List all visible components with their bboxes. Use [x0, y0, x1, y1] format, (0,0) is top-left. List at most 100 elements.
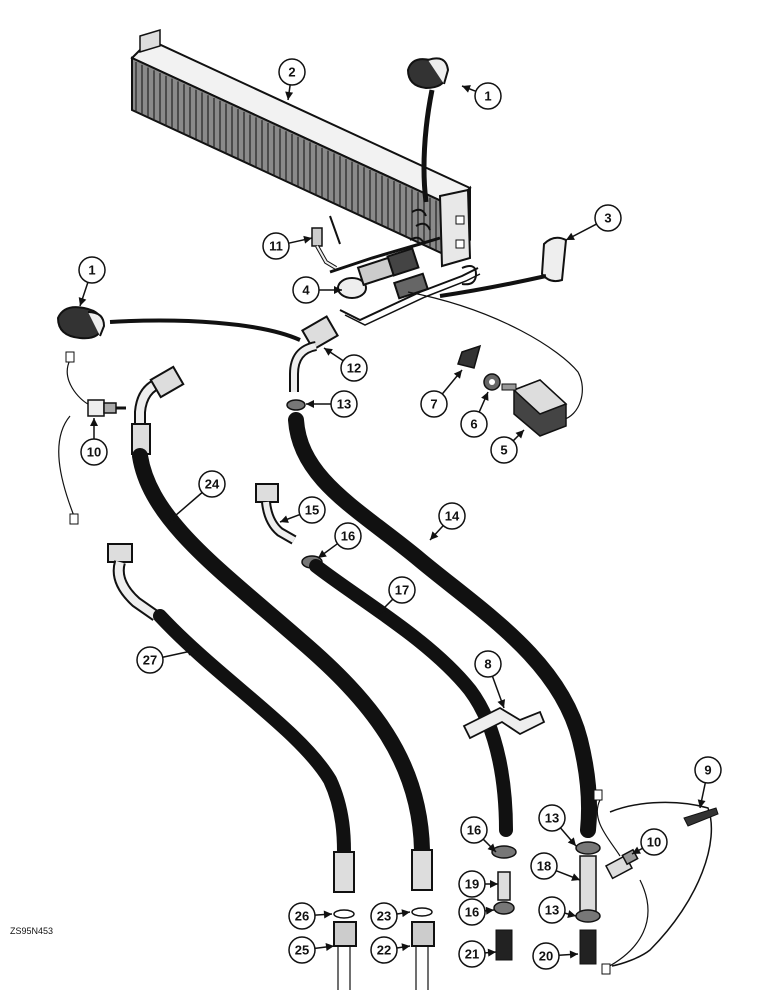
callout-circle	[334, 522, 362, 550]
callout-circle	[340, 354, 368, 382]
insulation-tape-top	[406, 57, 450, 203]
callout-number: 12	[347, 361, 361, 376]
cable-tie-9	[609, 801, 719, 967]
callout-circle	[278, 58, 306, 86]
callout-arrowhead	[485, 906, 494, 915]
switch-knob-7	[457, 344, 482, 369]
callout-number: 16	[465, 905, 479, 920]
callout-circle	[420, 390, 448, 418]
callout-number: 15	[305, 503, 319, 518]
callout-7: 7	[420, 369, 463, 418]
callout-arrowhead	[571, 873, 580, 881]
callout-number: 25	[295, 943, 309, 958]
callout-15: 15	[279, 496, 326, 524]
callout-number: 5	[500, 443, 507, 458]
callout-19: 19	[458, 870, 498, 898]
temperature-switch-10-left	[58, 351, 126, 525]
callout-number: 20	[539, 949, 553, 964]
callout-8: 8	[474, 650, 506, 709]
hose-17	[255, 483, 513, 837]
callout-arrowhead	[632, 846, 641, 854]
callout-10: 10	[631, 828, 668, 856]
callout-number: 21	[465, 947, 479, 962]
callout-circle	[474, 650, 502, 678]
callout-circle	[532, 942, 560, 970]
callout-number: 26	[295, 909, 309, 924]
callout-arrowhead	[306, 400, 314, 408]
callout-circle	[330, 390, 358, 418]
bracket-8	[462, 706, 546, 740]
lower-fittings	[333, 841, 601, 990]
callout-25: 25	[288, 936, 335, 964]
callout-circle	[640, 828, 668, 856]
callout-circle	[458, 940, 486, 968]
callout-circle	[262, 232, 290, 260]
callout-arrowhead	[285, 91, 294, 100]
callout-arrowhead	[187, 647, 196, 656]
callout-circle	[298, 496, 326, 524]
callout-circle	[370, 902, 398, 930]
callout-circle	[438, 502, 466, 530]
callout-13: 13	[306, 390, 358, 418]
callout-circle	[80, 438, 108, 466]
callout-arrowhead	[280, 515, 289, 523]
callout-number: 7	[430, 397, 437, 412]
callout-17: 17	[377, 576, 416, 615]
callout-arrowhead	[490, 880, 498, 888]
callout-arrowhead	[168, 513, 177, 522]
callout-number: 23	[377, 909, 391, 924]
callout-arrowhead	[569, 950, 578, 959]
hose-24	[131, 365, 433, 891]
callout-number: 18	[537, 859, 551, 874]
callout-number: 9	[704, 763, 711, 778]
temperature-switch-10-right	[593, 789, 649, 975]
callout-arrowhead	[487, 843, 496, 852]
callout-arrowhead	[453, 370, 462, 379]
callout-13: 13	[538, 896, 577, 924]
callout-circle	[388, 576, 416, 604]
callout-number: 14	[445, 509, 460, 524]
callout-number: 6	[470, 417, 477, 432]
switch-5	[501, 379, 568, 437]
callout-6: 6	[460, 391, 489, 438]
callout-circle	[458, 898, 486, 926]
callout-arrowhead	[566, 232, 575, 240]
callout-number: 17	[395, 583, 409, 598]
callout-arrowhead	[481, 392, 489, 401]
callout-arrowhead	[462, 85, 471, 93]
callout-arrowhead	[378, 605, 387, 614]
callout-12: 12	[323, 347, 368, 382]
callout-arrowhead	[401, 943, 410, 952]
callout-number: 19	[465, 877, 479, 892]
hose-27	[107, 543, 355, 893]
callout-circle	[694, 756, 722, 784]
nut-6	[483, 373, 501, 391]
callout-circle	[530, 852, 558, 880]
callout-number: 22	[377, 943, 391, 958]
callout-16: 16	[458, 898, 495, 926]
callout-14: 14	[429, 502, 466, 541]
callout-1: 1	[461, 82, 502, 110]
callout-circle	[198, 470, 226, 498]
callout-circle	[594, 204, 622, 232]
callout-number: 13	[545, 811, 559, 826]
callout-circle	[538, 804, 566, 832]
expansion-valve	[329, 215, 583, 421]
callout-circle	[458, 870, 486, 898]
callout-16: 16	[460, 816, 497, 853]
callout-2: 2	[278, 58, 306, 101]
callout-number: 16	[341, 529, 355, 544]
insulation-sleeve-3	[439, 236, 568, 298]
callout-number: 2	[288, 65, 295, 80]
fitting-11	[311, 227, 338, 270]
callout-27: 27	[136, 646, 197, 674]
callout-circle	[474, 82, 502, 110]
callout-9: 9	[694, 756, 722, 809]
callout-26: 26	[288, 902, 333, 930]
callout-arrowhead	[567, 910, 576, 918]
callout-circle	[538, 896, 566, 924]
callout-arrowhead	[334, 286, 342, 294]
callout-5: 5	[490, 429, 525, 464]
callout-number: 13	[545, 903, 559, 918]
